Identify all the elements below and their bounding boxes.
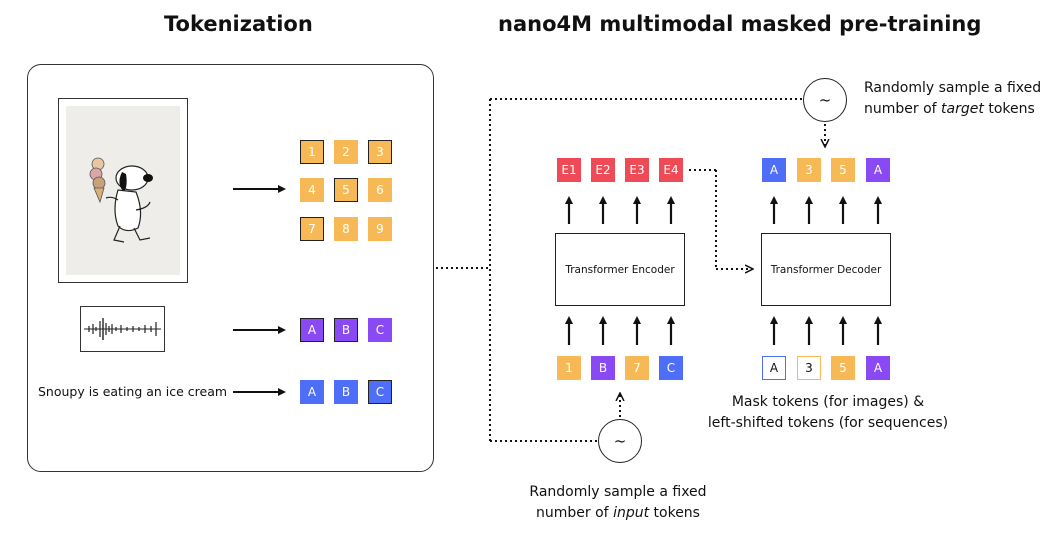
decoder-input-token: 5 <box>831 356 855 380</box>
target-note-line2: number of target tokens <box>864 101 1035 117</box>
encoder-output-token: E4 <box>659 158 683 182</box>
snoopy-image <box>58 98 188 283</box>
image-token: 7 <box>300 217 324 241</box>
target-sample-note: Randomly sample a fixed number of target… <box>864 78 1041 120</box>
dotted-bracket <box>436 98 802 442</box>
image-token: 2 <box>334 140 358 164</box>
image-token: 5 <box>334 178 358 202</box>
encoder-input-token: C <box>659 356 683 380</box>
encoder-output-token: E3 <box>625 158 649 182</box>
tokenization-title: Tokenization <box>164 12 313 36</box>
pretraining-title: nano4M multimodal masked pre-training <box>498 12 982 36</box>
decoder-target-token: A <box>762 158 786 182</box>
transformer-encoder: Transformer Encoder <box>555 233 685 306</box>
tokenization-panel <box>27 64 434 472</box>
input-sampler-icon: ~ <box>598 419 642 463</box>
decoder-target-token: A <box>866 158 890 182</box>
audio-token: C <box>368 318 392 342</box>
text-token: B <box>334 380 358 404</box>
encoder-output-token: E1 <box>557 158 581 182</box>
target-note-line1: Randomly sample a fixed <box>864 80 1042 96</box>
decoder-target-token: 5 <box>831 158 855 182</box>
encoder-input-token: 1 <box>557 356 581 380</box>
decoder-target-token: 3 <box>797 158 821 182</box>
target-sampler-icon: ~ <box>803 78 847 122</box>
waveform-icon <box>84 318 161 340</box>
input-note-line2: number of input tokens <box>536 505 700 521</box>
caption-text: Snoupy is eating an ice cream <box>38 384 228 399</box>
text-token: C <box>368 380 392 404</box>
image-token: 8 <box>334 217 358 241</box>
image-token: 4 <box>300 178 324 202</box>
audio-waveform <box>80 306 165 352</box>
snoopy-illustration <box>89 157 153 243</box>
input-note-line1: Randomly sample a fixed <box>529 484 707 500</box>
encoder-input-token: B <box>591 356 615 380</box>
image-token: 3 <box>368 140 392 164</box>
encoder-to-decoder-connector <box>689 169 752 269</box>
image-token: 1 <box>300 140 324 164</box>
image-token: 9 <box>368 217 392 241</box>
mask-note-line1: Mask tokens (for images) & <box>731 394 925 410</box>
encoder-input-token: 7 <box>625 356 649 380</box>
mask-tokens-note: Mask tokens (for images) & left-shifted … <box>700 392 956 434</box>
text-token: A <box>300 380 324 404</box>
mask-note-line2: left-shifted tokens (for sequences) <box>707 415 949 431</box>
input-sample-note: Randomly sample a fixed number of input … <box>520 482 716 524</box>
decoder-input-token: A <box>866 356 890 380</box>
audio-token: B <box>334 318 358 342</box>
transformer-decoder: Transformer Decoder <box>761 233 891 306</box>
audio-token: A <box>300 318 324 342</box>
decoder-input-token: 3 <box>797 356 821 380</box>
decoder-input-token: A <box>762 356 786 380</box>
encoder-output-token: E2 <box>591 158 615 182</box>
image-token: 6 <box>368 178 392 202</box>
